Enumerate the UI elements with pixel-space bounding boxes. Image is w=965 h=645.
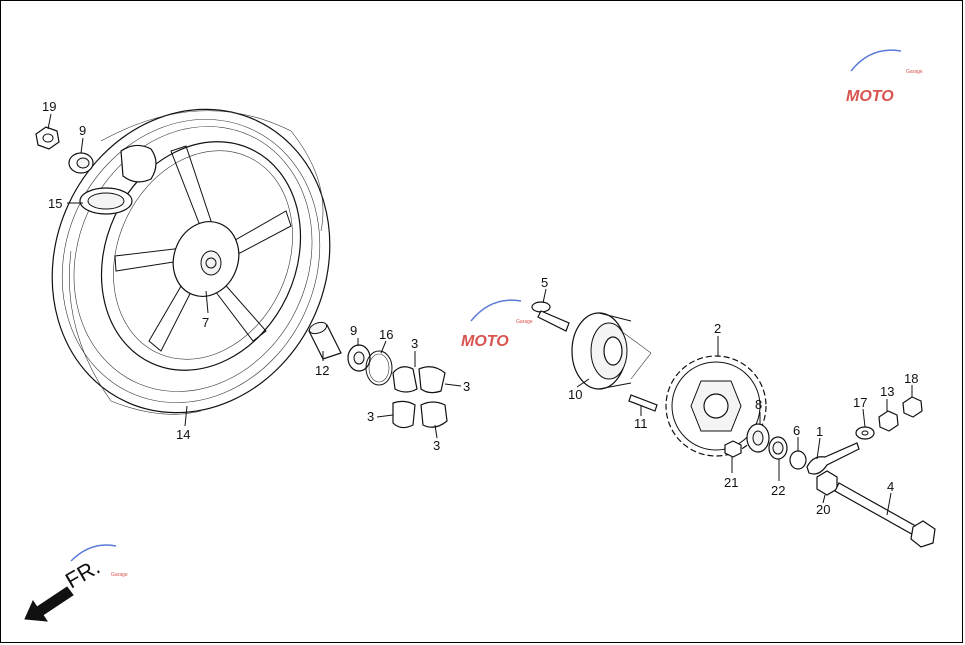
label-9-left: 9 <box>79 123 86 138</box>
label-11: 11 <box>634 416 648 431</box>
label-3-left: 3 <box>367 409 374 424</box>
spacer-12 <box>308 321 342 360</box>
front-direction-indicator: FR. <box>24 554 104 622</box>
bearing-9-center <box>347 344 371 372</box>
chain-adjuster-1 <box>806 442 860 475</box>
watermark-top-right: MOTO Garage <box>846 49 923 105</box>
label-15: 15 <box>48 196 62 211</box>
label-18: 18 <box>904 371 918 386</box>
leader-lines <box>47 113 913 516</box>
watermark-subtext: Garage <box>516 319 533 325</box>
stud-11 <box>628 394 658 412</box>
label-12: 12 <box>315 363 329 378</box>
sprocket-hub-10 <box>571 312 632 390</box>
label-7: 7 <box>202 315 209 330</box>
label-6: 6 <box>793 423 800 438</box>
label-2: 2 <box>714 321 721 336</box>
nut-19 <box>35 126 60 150</box>
label-3-bottom: 3 <box>433 438 440 453</box>
watermark-text: MOTO <box>846 88 894 105</box>
nut-21 <box>724 440 742 458</box>
label-22: 22 <box>771 483 785 498</box>
seal-22 <box>768 436 788 460</box>
bearing-8 <box>746 423 770 453</box>
label-3-top: 3 <box>411 336 418 351</box>
label-10: 10 <box>568 387 582 402</box>
nut-18 <box>902 396 923 418</box>
watermark-subtext: Garage <box>111 572 128 578</box>
part-labels: 19 9 15 7 14 12 9 16 3 3 3 3 5 10 11 2 8… <box>42 99 918 517</box>
label-20: 20 <box>816 502 830 517</box>
label-17: 17 <box>853 395 867 410</box>
label-4: 4 <box>887 479 894 494</box>
hub-guide-lines <box>620 330 652 380</box>
watermark-text: MOTO <box>461 333 509 350</box>
washer-17 <box>855 426 875 440</box>
label-13: 13 <box>880 384 894 399</box>
watermark-subtext: Garage <box>906 69 923 75</box>
label-1: 1 <box>816 424 823 439</box>
wheel-assembly <box>51 108 331 415</box>
bolt-5 <box>531 301 570 332</box>
label-16: 16 <box>379 327 393 342</box>
collar-6 <box>789 450 807 470</box>
label-19: 19 <box>42 99 56 114</box>
damper-rubbers-3 <box>392 366 448 429</box>
axle-4 <box>834 482 936 548</box>
nut-20 <box>816 470 838 496</box>
sprocket-2 <box>665 355 767 457</box>
label-3-right: 3 <box>463 379 470 394</box>
watermark-center: MOTO Garage <box>461 299 533 350</box>
label-21: 21 <box>724 475 738 490</box>
inner-tube <box>79 187 133 215</box>
label-8: 8 <box>755 397 762 412</box>
nut-13 <box>878 410 899 432</box>
bearing-9-left <box>68 152 94 174</box>
label-5: 5 <box>541 275 548 290</box>
label-9-center: 9 <box>350 323 357 338</box>
label-14: 14 <box>176 427 190 442</box>
watermark-bottom-left: Garage <box>70 544 128 578</box>
o-ring-16 <box>365 350 393 386</box>
front-arrow-icon <box>24 586 74 622</box>
